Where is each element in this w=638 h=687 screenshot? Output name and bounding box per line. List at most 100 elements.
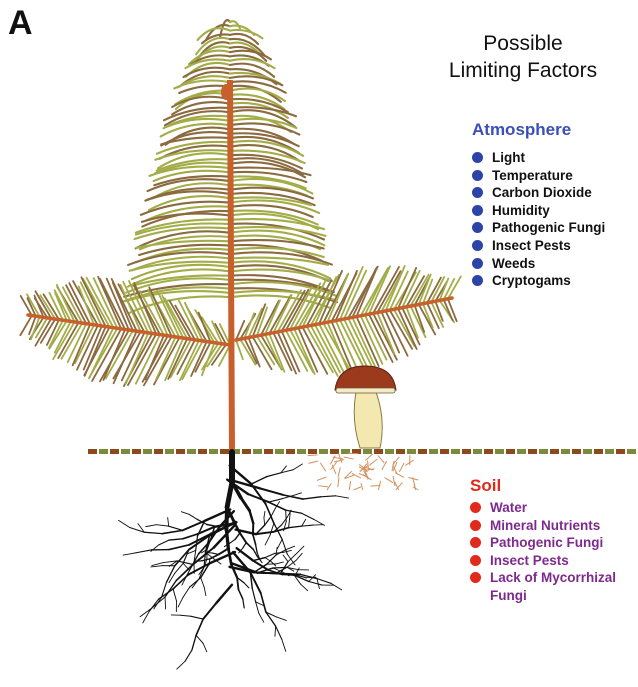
root-segment (259, 613, 264, 622)
root-segment (196, 619, 203, 635)
ground-dash (605, 449, 614, 454)
factor-label: Pathogenic Fungi (490, 535, 603, 550)
ground-dash (561, 449, 570, 454)
needle (361, 316, 383, 364)
diagram-title: Possible Limiting Factors (418, 30, 628, 84)
ground-dash (517, 449, 526, 454)
root-segment (276, 626, 282, 639)
root-segment (286, 546, 295, 549)
root-segment (168, 518, 169, 527)
factor-label: Temperature (492, 168, 573, 183)
ground-dash (495, 449, 504, 454)
hypha (378, 455, 385, 463)
panel-label: A (8, 4, 33, 43)
root-segment (149, 599, 158, 611)
bullet-icon (472, 170, 483, 181)
ground-dash (209, 449, 218, 454)
soil-factor: Lack of Mycorrhizal Fungi (470, 569, 638, 604)
soil-surface-line (88, 449, 636, 454)
atmosphere-factor-list: Light Temperature Carbon Dioxide Humidit… (472, 149, 605, 290)
ground-dash (132, 449, 141, 454)
root-segment (297, 546, 304, 553)
root-segment (265, 516, 271, 525)
ground-dash (473, 449, 482, 454)
root-segment (159, 589, 174, 599)
root-segment (183, 534, 198, 539)
ground-dash (165, 449, 174, 454)
title-line-2: Limiting Factors (418, 57, 628, 84)
root-segment (235, 533, 240, 539)
root-segment (192, 635, 196, 650)
root-segment (271, 508, 275, 516)
factor-label: Water (490, 500, 527, 515)
ground-dash (275, 449, 284, 454)
ground-dash (198, 449, 207, 454)
hypha (317, 477, 326, 480)
root-segment (204, 587, 206, 596)
root-segment (140, 608, 152, 617)
hypha (308, 455, 318, 456)
bullet-icon (472, 222, 483, 233)
hypha (332, 465, 336, 474)
atmosphere-factor: Carbon Dioxide (472, 184, 605, 202)
root-segment (277, 617, 287, 620)
root-segment (178, 598, 183, 608)
root-segment (216, 585, 232, 603)
needle (160, 146, 230, 159)
ground-dash (220, 449, 229, 454)
root-segment (144, 532, 162, 533)
root-segment (219, 548, 229, 554)
ground-dash (506, 449, 515, 454)
atmosphere-factor: Humidity (472, 202, 605, 220)
root-segment (243, 599, 244, 608)
ground-dash (264, 449, 273, 454)
mushroom-cap (335, 366, 396, 390)
ground-dash (396, 449, 405, 454)
root-segment (251, 477, 266, 484)
title-line-1: Possible (418, 30, 628, 57)
factor-label: Pathogenic Fungi (492, 220, 605, 235)
root-segment (246, 543, 253, 550)
root-segment (196, 635, 203, 643)
atmosphere-heading: Atmosphere (472, 120, 571, 140)
root-segment (270, 523, 274, 535)
hypha (320, 463, 325, 471)
root-segment (181, 512, 189, 515)
root-segment (289, 518, 290, 527)
atmosphere-factor: Pathogenic Fungi (472, 219, 605, 237)
hypha (344, 457, 354, 459)
root-segment (276, 562, 284, 564)
ground-dash (121, 449, 130, 454)
factor-label: Lack of Mycorrhizal Fungi (490, 570, 616, 603)
root-segment (282, 639, 286, 651)
fungal-mycelium (308, 453, 419, 490)
root-segment (185, 650, 192, 661)
ground-dash (407, 449, 416, 454)
factor-label: Weeds (492, 256, 535, 271)
bullet-icon (472, 187, 483, 198)
root-segment (249, 511, 253, 524)
root-segment (173, 589, 176, 601)
pine-tree-canopy (20, 20, 461, 386)
hypha (318, 486, 328, 487)
hypha (414, 484, 415, 490)
root-segment (321, 496, 336, 497)
ground-dash (308, 449, 317, 454)
root-segment (302, 525, 313, 526)
soil-heading: Soil (470, 476, 501, 496)
hypha (361, 483, 363, 490)
root-segment (281, 573, 301, 574)
ground-dash (363, 449, 372, 454)
hypha (353, 487, 360, 490)
root-segment (243, 543, 247, 549)
ground-dash (451, 449, 460, 454)
root-segment (265, 558, 271, 562)
ground-dash (297, 449, 306, 454)
mushroom-icon (335, 366, 396, 448)
root-segment (296, 553, 302, 560)
hypha (308, 461, 318, 463)
root-segment (177, 661, 185, 669)
root-segment (260, 488, 283, 494)
root-segment (240, 533, 246, 543)
root-system (119, 452, 349, 669)
